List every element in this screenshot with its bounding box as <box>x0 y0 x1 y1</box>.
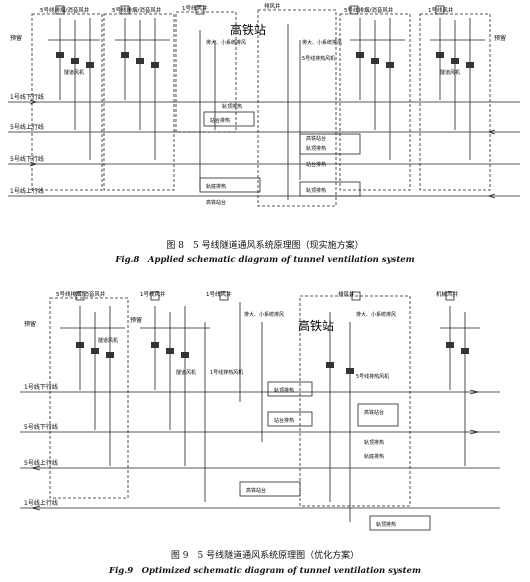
fig8-fan-label-4: 排大、小系统排风 <box>302 39 342 46</box>
fig8-center-label-4: 轨顶排热 <box>306 145 326 152</box>
fig9-caption-en: Fig.9 Optimized schematic diagram of tun… <box>109 566 421 576</box>
fig9-track-label-4: 1号线上行线 <box>24 499 58 507</box>
fig9-center-label-5: 轨底排热 <box>364 453 384 460</box>
fig9-center-label-6: 高铁站台 <box>246 487 266 494</box>
fig8-center-label-2: 站台排热 <box>210 117 230 124</box>
fig9-track-label-2: 5号线下行线 <box>24 423 58 431</box>
fig8-track-label-1: 1号线下行线 <box>10 93 44 101</box>
fig9-center-label-2: 站台排热 <box>274 417 294 424</box>
fig8-unit-label-1: 5号线排烟/消音风井 <box>40 6 90 14</box>
fig8-center-label-5: 站台排热 <box>306 161 326 168</box>
fig9-fan-label-6: 5号线排热风机 <box>356 373 389 380</box>
fig8-reserved-right: 预留 <box>494 34 506 42</box>
fig9-track-label-1: 1号线下行线 <box>24 383 58 391</box>
figure-8: 5号线排烟/消音风井 5号线排烟/消音风井 1号线风井 排风井 5号线排烟/消音… <box>0 0 530 270</box>
fig8-center-label-6: 轨底排热 <box>206 183 226 190</box>
fig9-fan-label-3: 1号线排热风机 <box>210 369 243 376</box>
fig8-unit-label-2: 5号线排烟/消音风井 <box>112 6 162 14</box>
fig8-unit-label-6: 1号线风井 <box>428 6 454 14</box>
fig9-unit-label-3: 1号线风井 <box>206 290 232 298</box>
fig9-center-label-3: 高铁站台 <box>364 409 384 416</box>
fig9-center-label-1: 轨顶排热 <box>274 387 294 394</box>
fig8-caption-en: Fig.8 Applied schematic diagram of tunne… <box>115 255 415 265</box>
fig9-fan-label-1: 隧道风机 <box>98 337 118 344</box>
fig9-unit-label-4: 排风井 <box>338 290 355 298</box>
fig9-fan-label-4: 排大、小系统排风 <box>244 311 284 318</box>
fig8-track-label-2: 5号线上行线 <box>10 123 44 131</box>
fig8-fan-label-1: 隧道风机 <box>64 69 84 76</box>
fig8-schematic: 5号线排烟/消音风井 5号线排烟/消音风井 1号线风井 排风井 5号线排烟/消音… <box>8 2 520 207</box>
fig9-unit-label-1: 5号线排烟/消音风井 <box>56 290 106 298</box>
fig8-fan-label-5: 5号线排热风机 <box>302 55 335 62</box>
fig8-center-label-8: 高铁站台 <box>206 199 226 206</box>
fig9-fan-label-5: 排大、小系统排风 <box>356 311 396 318</box>
fig8-center-label-1: 轨顶排热 <box>222 103 242 110</box>
fig9-fan-label-2: 隧道风机 <box>176 369 196 376</box>
fig9-caption-cn: 图 9 5 号线隧道通风系统原理图（优化方案） <box>170 551 360 561</box>
fig9-track-label-3: 5号线上行线 <box>24 459 58 467</box>
fig8-fan-label-3: 排大、小系统排风 <box>206 39 246 46</box>
fig8-caption-cn: 图 8 5 号线隧道通风系统原理图（现实施方案） <box>166 241 364 251</box>
fig9-reserved-left: 预留 <box>24 320 36 328</box>
fig9-reserved-mid: 预留 <box>130 316 142 324</box>
fig9-unit-label-2: 1号线风井 <box>140 290 166 298</box>
fig8-center-label-3: 高铁站台 <box>306 135 326 142</box>
fig8-unit-label-4: 排风井 <box>264 2 281 10</box>
fig8-unit-label-3: 1号线风井 <box>182 4 208 12</box>
fig8-fan-label-2: 隧道风机 <box>440 69 460 76</box>
fig8-station-name: 高铁站 <box>230 22 266 37</box>
figure-9: 5号线排烟/消音风井 1号线风井 1号线风井 排风井 机械风井 预留 预留 高铁… <box>0 282 530 582</box>
fig8-reserved-left: 预留 <box>10 34 22 42</box>
fig9-unit-label-5: 机械风井 <box>436 290 459 298</box>
fig8-track-label-4: 1号线上行线 <box>10 187 44 195</box>
fig9-center-label-7: 轨顶排热 <box>376 521 396 528</box>
fig8-unit-label-5: 5号线排烟/消音风井 <box>344 6 394 14</box>
fig9-station-name: 高铁站 <box>298 318 334 333</box>
fig9-schematic: 5号线排烟/消音风井 1号线风井 1号线风井 排风井 机械风井 预留 预留 高铁… <box>20 290 500 531</box>
fig8-track-label-3: 5号线下行线 <box>10 155 44 163</box>
fig8-center-label-7: 轨顶排热 <box>306 187 326 194</box>
fig9-center-label-4: 轨顶排热 <box>364 439 384 446</box>
